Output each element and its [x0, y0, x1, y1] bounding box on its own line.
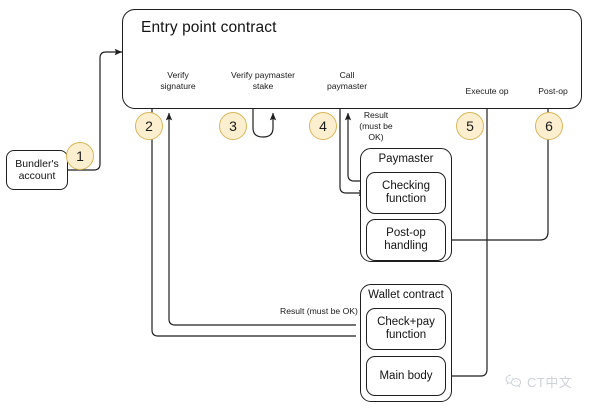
entry-step-label-verify-signature: Verify signature [160, 70, 196, 91]
edge-verify-paymaster-stake-loop [252, 109, 277, 138]
wallet-main-body-box[interactable]: Main body [366, 356, 446, 396]
entry-point-contract-title: Entry point contract [141, 19, 277, 36]
watermark: CT中文 [505, 372, 572, 391]
entry-step-label-call-paymaster: Call paymaster [326, 70, 368, 91]
watermark-text: CT中文 [527, 375, 573, 390]
bundlers-account-box[interactable]: Bundler's account [6, 150, 68, 190]
paymaster-checking-function-box[interactable]: Checking function [366, 172, 446, 214]
edge-wallet-result-outer [151, 109, 356, 337]
step-number-4[interactable]: 4 [309, 112, 337, 140]
step-number-3[interactable]: 3 [219, 112, 247, 140]
edge-label-paymaster-result: Result (must be OK) [359, 110, 393, 142]
entry-step-label-execute-op: Execute op [465, 86, 509, 96]
entry-step-label-post-op: Post-op [538, 86, 568, 96]
edge-wallet-to-verify-signature [165, 112, 356, 326]
entry-step-label-verify-paymaster-stake: Verify paymaster stake [231, 70, 295, 91]
paymaster-title: Paymaster [378, 153, 434, 165]
entry-point-contract-box[interactable] [122, 9, 582, 109]
wallet-contract-title: Wallet contract [368, 289, 444, 301]
step-number-1[interactable]: 1 [66, 142, 94, 170]
wechat-icon [505, 374, 522, 389]
wallet-check-pay-function-box[interactable]: Check+pay function [366, 308, 446, 350]
paymaster-post-op-handling-box[interactable]: Post-op handling [366, 219, 446, 261]
step-number-6[interactable]: 6 [535, 112, 563, 140]
step-number-2[interactable]: 2 [135, 112, 163, 140]
edge-label-wallet-result: Result (must be OK) [280, 306, 358, 316]
step-number-5[interactable]: 5 [456, 112, 484, 140]
